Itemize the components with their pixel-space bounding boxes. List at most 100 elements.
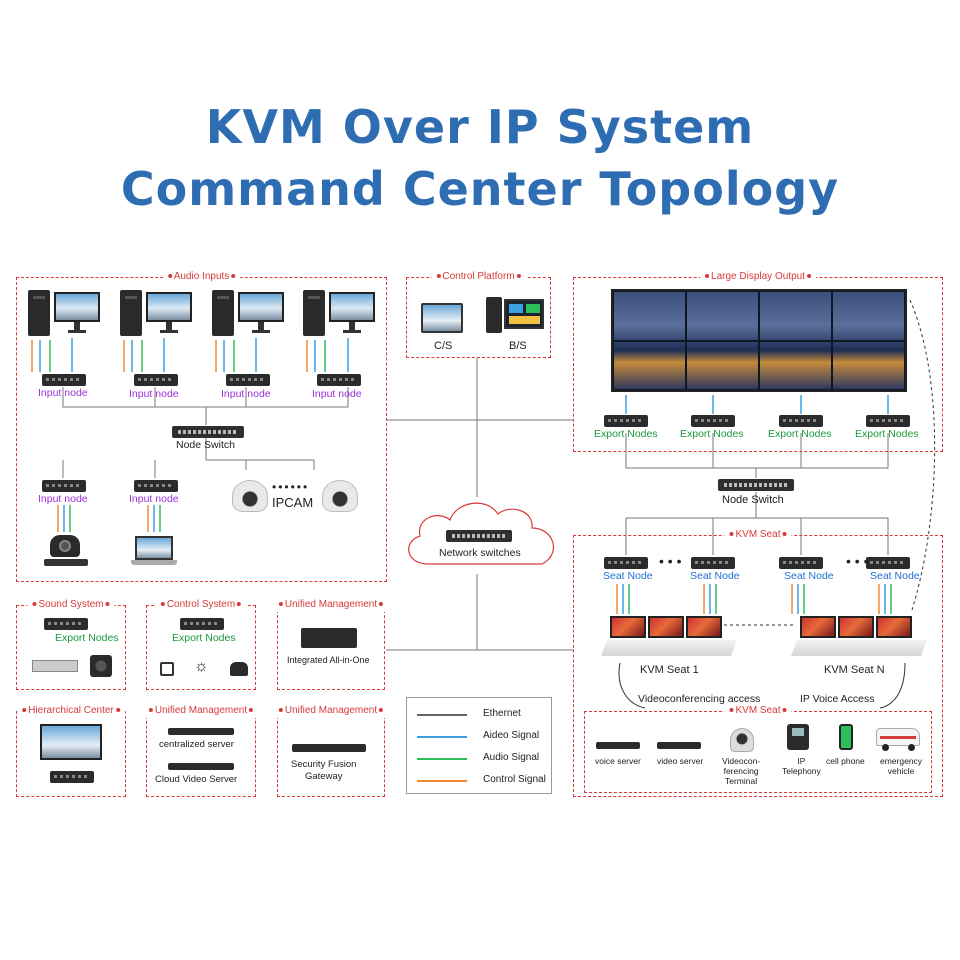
control-platform-group: Control Platform (406, 270, 551, 358)
kvm-seat-label: KVM Seat (724, 528, 792, 542)
device-label-ip-telephony: IP Telephony (782, 756, 821, 776)
conference-camera-icon (730, 728, 754, 752)
ip-camera-icon-2 (322, 480, 358, 512)
kvm-seat-n-label: KVM Seat N (824, 664, 885, 676)
legend-swatch-ethernet (417, 714, 467, 716)
seat-node-label-4: Seat Node (870, 570, 920, 582)
seat-node-2 (691, 557, 735, 569)
export-node-3 (779, 415, 823, 427)
speaker-icon (90, 655, 112, 677)
device-label-videoconf: Videocon- ferencing Terminal (722, 756, 761, 786)
unified-mgmt-3-label: Unified Management (273, 704, 389, 718)
sound-system-group: Sound System (16, 598, 126, 690)
cs-label: C/S (434, 340, 453, 352)
control-export-label: Export Nodes (172, 632, 236, 644)
export-node-1 (604, 415, 648, 427)
workstation-2 (120, 290, 192, 338)
control-export-node (180, 618, 224, 630)
seat-ellipsis-1: • • • (659, 553, 682, 569)
sound-export-label: Export Nodes (55, 632, 119, 644)
cloud-video-server-label: Cloud Video Server (155, 774, 238, 785)
seatN-desk (791, 640, 927, 656)
ipcam-dots: •••••• (272, 480, 310, 494)
legend-label-video: Aideo Signal (483, 730, 540, 741)
legend-swatch-control (417, 780, 467, 782)
voice-server-icon (596, 742, 640, 749)
seat-ellipsis-2: • • • (846, 553, 869, 569)
large-display-group: Large Display Output (573, 270, 943, 452)
legend-row-audio: Audio Signal (417, 752, 547, 766)
legend-row-control: Control Signal (417, 774, 547, 788)
export-nodes-label-1: Export Nodes (594, 428, 658, 440)
seat1-desk (601, 640, 737, 656)
input-node-label-4: Input node (312, 388, 362, 400)
laptop-icon (131, 536, 177, 568)
node-switch-right-label: Node Switch (722, 494, 784, 506)
network-switch-device (446, 530, 512, 542)
workstation-1 (28, 290, 100, 338)
seat1-monitor-2 (648, 616, 684, 638)
legend-swatch-video (417, 736, 467, 738)
camera-small-icon (230, 662, 248, 676)
export-node-2 (691, 415, 735, 427)
audio-inputs-group: Audio Inputs (16, 270, 387, 582)
seat1-monitor-3 (686, 616, 722, 638)
hierarchical-label: Hierarchical Center (17, 704, 125, 718)
kvm-seat-group: KVM Seat (573, 528, 943, 797)
unified-mgmt-3-group: Unified Management (273, 704, 389, 797)
export-node-4 (866, 415, 910, 427)
input-node-3 (226, 374, 270, 386)
ip-camera-icon-1 (232, 480, 268, 512)
seatN-monitor-2 (838, 616, 874, 638)
audio-inputs-label: Audio Inputs (162, 270, 241, 284)
hierarchical-node (50, 771, 94, 783)
voice-access-label: IP Voice Access (800, 693, 875, 705)
bs-label: B/S (509, 340, 527, 352)
device-label-voice-server: voice server (595, 756, 641, 766)
seat1-monitor-1 (610, 616, 646, 638)
large-display-label: Large Display Output (700, 270, 816, 284)
amplifier-icon (32, 660, 78, 672)
device-label-video-server: video server (657, 756, 704, 766)
light-bulb-icon: ☼ (194, 658, 209, 675)
title-line-1: KVM Over IP System (205, 100, 755, 154)
legend-label-audio: Audio Signal (483, 752, 540, 763)
kvm-seat-devices-label: KVM Seat (724, 704, 792, 718)
legend-label-control: Control Signal (483, 774, 546, 785)
node-switch-left (172, 426, 244, 438)
kvm-seat-1-label: KVM Seat 1 (640, 664, 699, 676)
seat-node-3 (779, 557, 823, 569)
seat-node-label-1: Seat Node (603, 570, 653, 582)
cloud-video-server-icon (168, 763, 234, 770)
seat-node-label-3: Seat Node (784, 570, 834, 582)
legend: Ethernet Aideo Signal Audio Signal Contr… (406, 697, 552, 794)
video-server-icon (657, 742, 701, 749)
sound-export-node (44, 618, 88, 630)
kvm-seat-devices-group: KVM Seat (584, 704, 932, 793)
server-tower-icon (486, 297, 502, 333)
legend-label-ethernet: Ethernet (483, 708, 521, 719)
turnstile-icon (160, 662, 174, 676)
input-node-2 (134, 374, 178, 386)
input-node-6 (134, 480, 178, 492)
security-gateway-label: Security Fusion Gateway (291, 759, 357, 782)
hierarchical-monitor-icon (40, 724, 102, 760)
input-node-1 (42, 374, 86, 386)
input-node-label-1: Input node (38, 387, 88, 399)
export-nodes-label-3: Export Nodes (768, 428, 832, 440)
control-system-label: Control System (155, 598, 247, 612)
seat-node-4 (866, 557, 910, 569)
control-system-group: Control System (146, 598, 256, 690)
ip-phone-icon (787, 724, 809, 750)
title-line-2: Command Center Topology (120, 162, 840, 216)
hierarchical-group: Hierarchical Center (16, 704, 126, 797)
centralized-server-label: centralized server (159, 739, 234, 750)
seatN-monitor-3 (876, 616, 912, 638)
unified-mgmt-2-label: Unified Management (143, 704, 259, 718)
centralized-server-icon (168, 728, 234, 735)
legend-swatch-audio (417, 758, 467, 760)
integrated-label: Integrated All-in-One (287, 655, 370, 665)
